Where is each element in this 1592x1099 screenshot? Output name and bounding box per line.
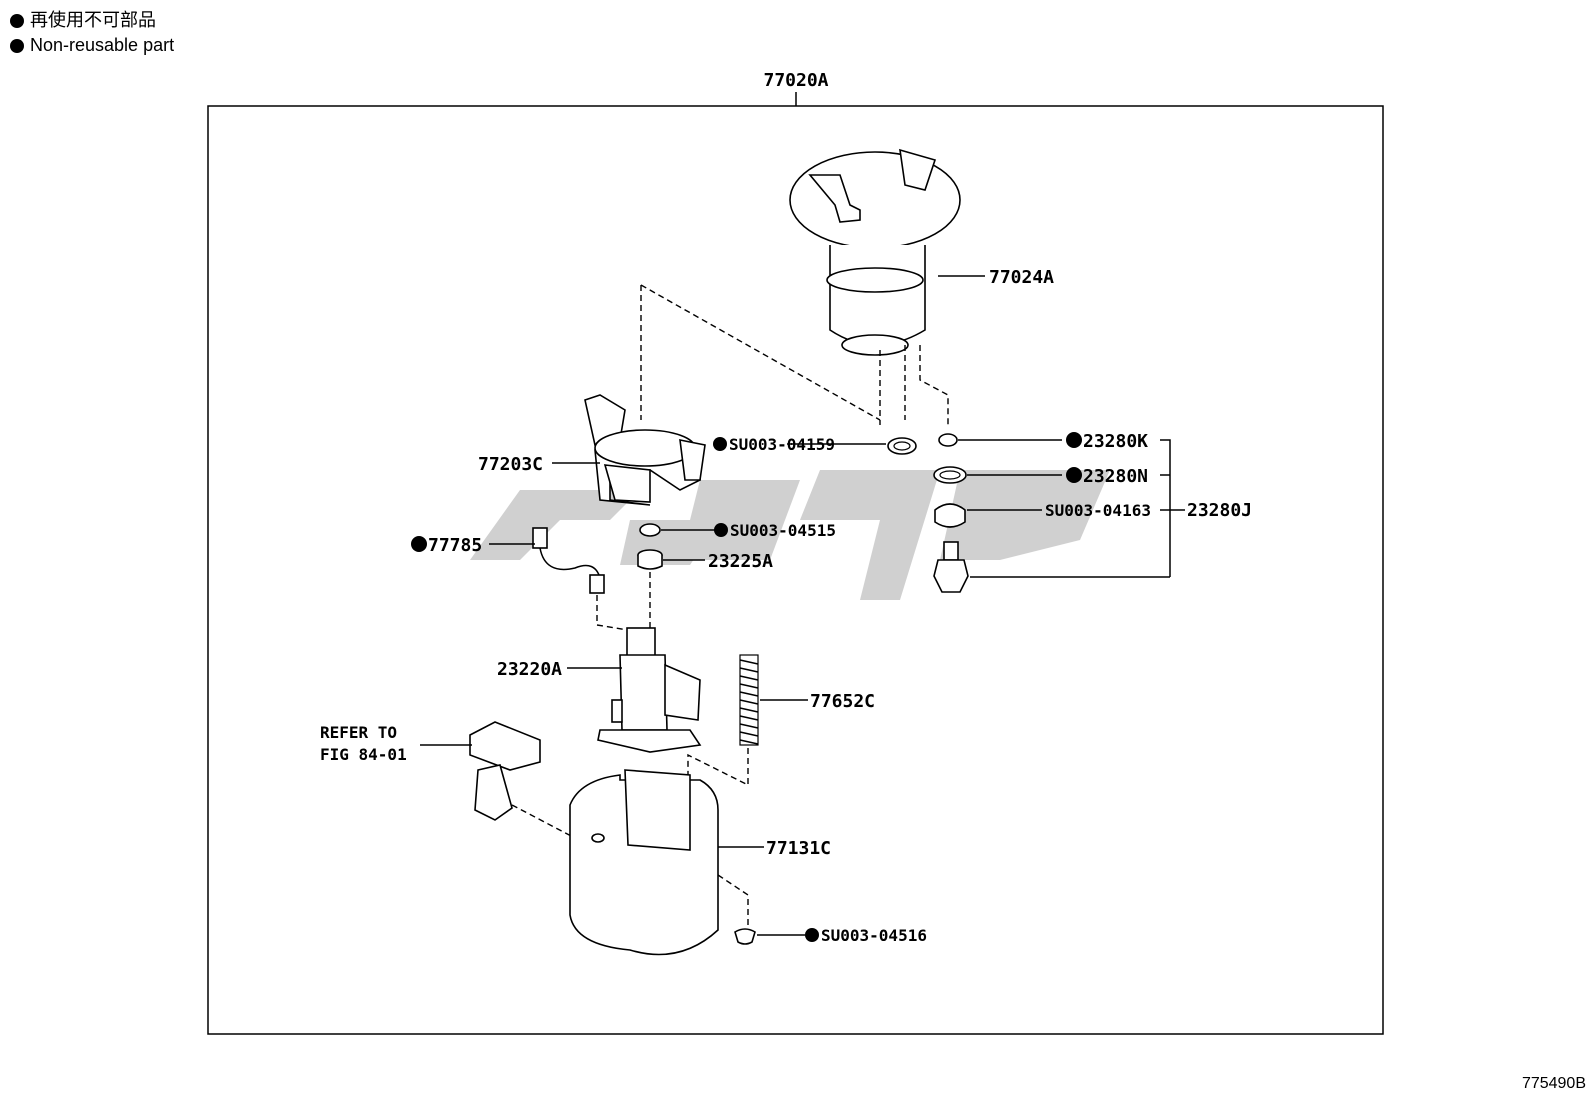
part-pressure-regulator bbox=[933, 541, 969, 593]
assembly-dash bbox=[640, 284, 881, 421]
assembly-dash bbox=[919, 345, 949, 425]
part-77785 bbox=[532, 527, 605, 594]
legend-en-text: Non-reusable part bbox=[30, 35, 175, 55]
part-su003-04515 bbox=[639, 523, 661, 537]
label-su003-04515: SU003-04515 bbox=[730, 521, 836, 540]
part-su003-04163 bbox=[934, 503, 966, 528]
legend-row-ja: 再使用不可部品 bbox=[10, 8, 174, 33]
part-23220A bbox=[597, 627, 702, 753]
figure-id: 775490B bbox=[1521, 1075, 1586, 1092]
part-fuel-sender-gauge bbox=[469, 721, 541, 821]
label-77203C: 77203C bbox=[478, 454, 543, 475]
assembly-dash bbox=[511, 804, 576, 839]
label-77652C: 77652C bbox=[810, 691, 875, 712]
label-77785: 77785 bbox=[428, 535, 482, 556]
part-23280N bbox=[933, 466, 967, 484]
part-su003-04516 bbox=[734, 928, 756, 945]
label-23280J: 23280J bbox=[1187, 500, 1252, 521]
refer-line-2: FIG 84-01 bbox=[320, 745, 407, 764]
legend: 再使用不可部品 Non-reusable part bbox=[10, 8, 174, 58]
bullet-icon bbox=[10, 38, 24, 53]
label-23280N: 23280N bbox=[1083, 466, 1148, 487]
part-77131C bbox=[569, 769, 719, 956]
part-23225A bbox=[637, 549, 663, 570]
assembly-frame bbox=[207, 105, 1384, 1035]
non-reusable-marker-icon bbox=[714, 523, 728, 537]
non-reusable-marker-icon bbox=[1066, 432, 1082, 448]
part-77024A bbox=[789, 148, 961, 356]
label-23220A: 23220A bbox=[497, 659, 562, 680]
label-23280K: 23280K bbox=[1083, 431, 1148, 452]
label-77131C: 77131C bbox=[766, 838, 831, 859]
label-su003-04159: SU003-04159 bbox=[729, 435, 835, 454]
bracket-23280J bbox=[1160, 439, 1171, 577]
assembly-dash bbox=[596, 595, 641, 633]
part-su003-04159 bbox=[887, 437, 917, 455]
assembly-label: 77020A bbox=[763, 70, 828, 91]
non-reusable-marker-icon bbox=[805, 928, 819, 942]
label-su003-04163: SU003-04163 bbox=[1045, 501, 1151, 520]
non-reusable-marker-icon bbox=[713, 437, 727, 451]
part-23280K bbox=[938, 433, 958, 447]
label-23225A: 23225A bbox=[708, 551, 773, 572]
refer-line-1: REFER TO bbox=[320, 723, 397, 742]
label-su003-04516: SU003-04516 bbox=[821, 926, 927, 945]
watermark-logo bbox=[470, 470, 1110, 600]
part-77203C bbox=[584, 394, 706, 506]
legend-ja-text: 再使用不可部品 bbox=[30, 10, 156, 30]
label-77024A: 77024A bbox=[989, 267, 1054, 288]
assembly-dash bbox=[687, 748, 749, 787]
non-reusable-marker-icon bbox=[1066, 467, 1082, 483]
legend-row-en: Non-reusable part bbox=[10, 33, 174, 58]
part-77652C bbox=[739, 654, 759, 746]
assembly-dash bbox=[717, 874, 749, 930]
bullet-icon bbox=[10, 13, 24, 28]
non-reusable-marker-icon bbox=[411, 536, 427, 552]
